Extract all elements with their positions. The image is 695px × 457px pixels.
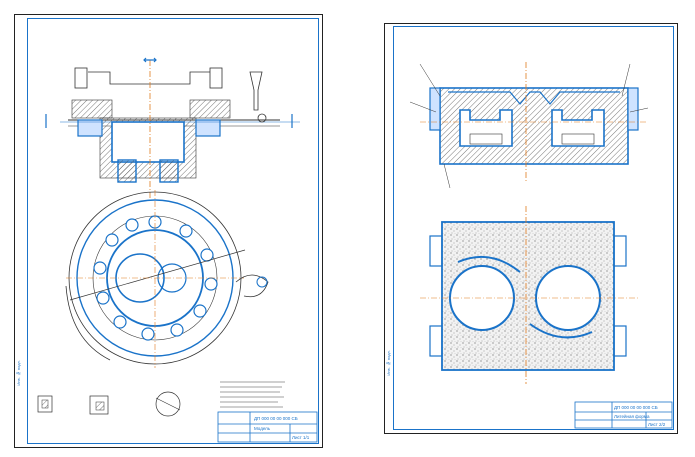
right-side-stamp: Инв. № подл.: [386, 350, 391, 376]
right-designation: ДП 000 00 00 000 СБ: [614, 405, 658, 410]
left-part-name: Модель: [254, 426, 271, 431]
left-title-block: [217, 411, 318, 443]
left-plan-view: [65, 190, 269, 368]
left-sheet-label: Лист 1/1: [292, 435, 310, 440]
left-top-section-view: [45, 57, 300, 200]
right-sheet-label: Лист 2/2: [648, 422, 666, 427]
left-detail-views: [37, 391, 181, 417]
right-plan-view: [420, 206, 640, 384]
sheet-frame-left: [27, 18, 319, 444]
right-section-view: [409, 62, 649, 189]
drawing-sheet-left: [14, 14, 323, 448]
left-side-stamp: Инв. № подл.: [16, 360, 21, 386]
left-technical-notes: [220, 381, 285, 408]
right-title-block: [574, 401, 673, 429]
left-designation: ДП 000 00 00 000 СБ: [254, 416, 298, 421]
right-part-name: Литейная форма: [614, 413, 650, 419]
sheet-frame-right: [393, 26, 674, 430]
